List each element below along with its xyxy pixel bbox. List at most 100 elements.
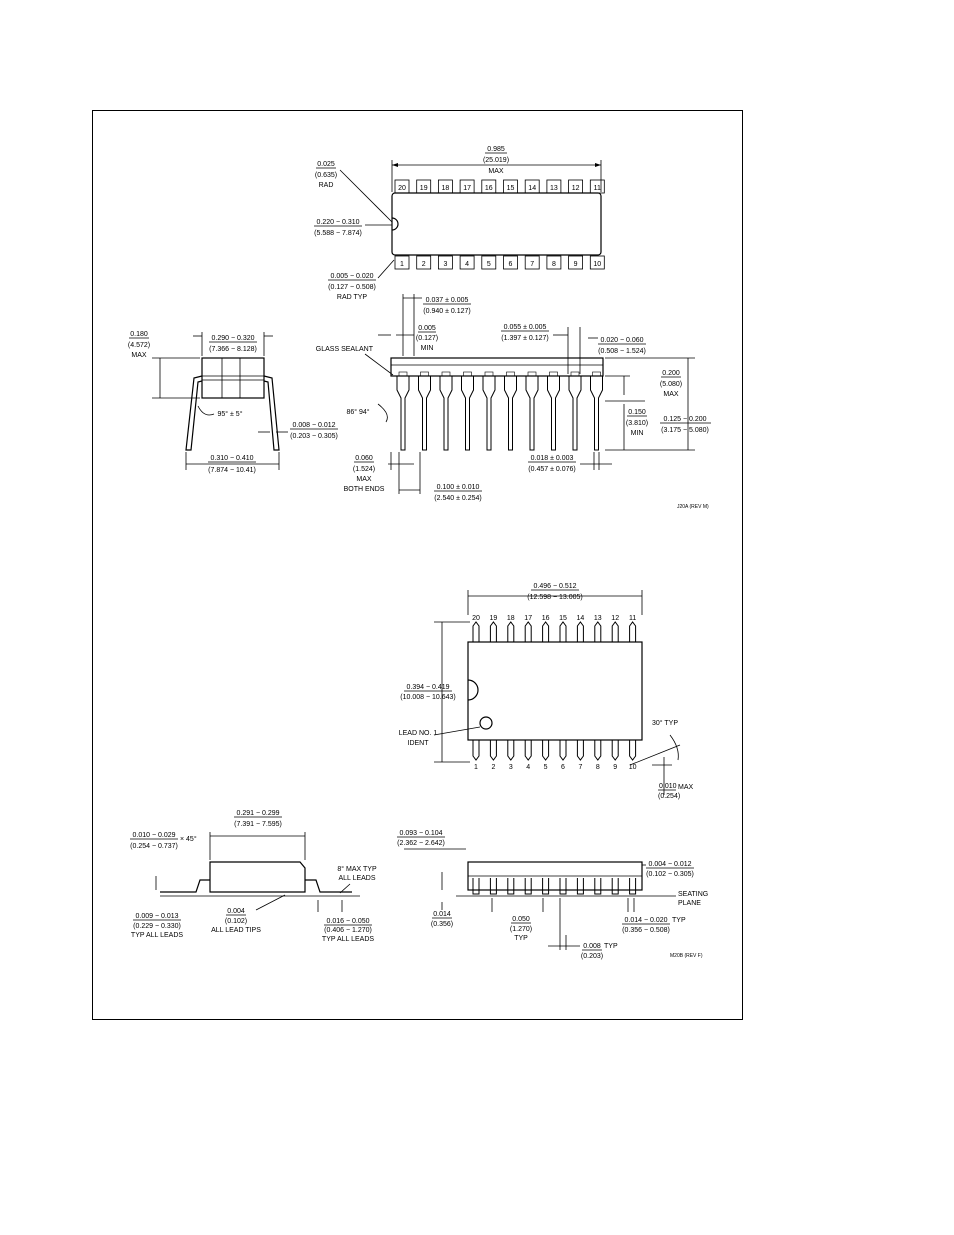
soic-end-lead-right	[305, 879, 352, 893]
dip-length-mm: (25.019)	[483, 157, 509, 164]
dip-width-in: 0.220 − 0.310	[316, 219, 359, 226]
dip-both-in: 0.060	[355, 455, 373, 462]
soic-w-mm: (10.008 − 10.643)	[400, 694, 455, 701]
dip-pin-18: 18	[437, 179, 453, 194]
soic-pin-20: 20	[472, 615, 480, 642]
dip-seat-note: MIN	[631, 430, 644, 437]
dip-front-lead	[547, 371, 560, 451]
soic-pin-3: 3	[507, 740, 515, 771]
dip-leadw-in: 0.018 ± 0.003	[531, 455, 574, 462]
dip-pinend-in: 0.037 ± 0.005	[426, 297, 469, 304]
soic-front-lead	[524, 878, 532, 895]
dip-leadt-in: 0.008 − 0.012	[292, 422, 335, 429]
dip-pin-label: 12	[572, 185, 580, 192]
soic-ident: IDENT	[408, 740, 430, 747]
soic-pin-10: 10	[629, 740, 637, 771]
dip-pin-label: 17	[463, 185, 471, 192]
dip-pin-label: 19	[420, 185, 428, 192]
dip-shoulder-mm: (1.397 ± 0.127)	[501, 335, 548, 342]
soic-max-in: 0.010	[659, 783, 677, 790]
soic-pin-1: 1	[472, 740, 480, 771]
soic-pin-7: 7	[576, 740, 584, 771]
dip-side-view: 0.180 (4.572) MAX 0.290 − 0.320 (7.366 −…	[128, 331, 338, 474]
dip-length-note: MAX	[488, 168, 504, 175]
dip-sidew-mm: (7.366 − 8.128)	[209, 346, 257, 353]
dip-pitch-in: 0.100 ± 0.010	[437, 484, 480, 491]
soic-stand-mm: (0.102 − 0.305)	[646, 871, 694, 878]
dip-side-body	[201, 357, 265, 399]
soic-height-in: 0.093 − 0.104	[399, 830, 442, 837]
dip-pin-9: 9	[568, 255, 583, 270]
dip-radtyp-in: 0.005 − 0.020	[330, 273, 373, 280]
dip-pin-13: 13	[546, 179, 562, 194]
dip-pin-label: 11	[594, 185, 601, 192]
soic-front-lead	[629, 878, 637, 895]
dip-front-lead	[568, 371, 582, 451]
dip-span-in: 0.310 − 0.410	[210, 455, 253, 462]
dip-pin-5: 5	[481, 255, 497, 270]
dip-sideh-note: MAX	[131, 352, 147, 359]
dip-pin-4: 4	[459, 255, 475, 270]
soic-pin-17: 17	[524, 615, 532, 642]
dip-both-mm: (1.524)	[353, 466, 375, 473]
dip-radtyp-mm: (0.127 − 0.508)	[328, 284, 376, 291]
soic-pin-8: 8	[594, 740, 602, 771]
dip-pin-3: 3	[437, 255, 453, 270]
dip-pin-label: 16	[485, 185, 493, 192]
soic-pin-18: 18	[507, 615, 515, 642]
dip-pitch-mm: (2.540 ± 0.254)	[434, 495, 481, 502]
dip-pinend-mm: (0.940 ± 0.127)	[423, 308, 470, 315]
dip-body-front	[390, 357, 604, 377]
dip-leadlen-in: 0.125 − 0.200	[663, 416, 706, 423]
dip-pin-label: 6	[509, 261, 513, 268]
dip-pin-label: 4	[465, 261, 469, 268]
dip-pin-20: 20	[394, 179, 410, 194]
dip-notch	[391, 217, 399, 231]
soic-seating1: SEATING	[678, 891, 708, 898]
dip-front-lead	[439, 371, 453, 451]
dip-height-in: 0.200	[662, 370, 680, 377]
soic-chamf-mm: (0.254 − 0.737)	[130, 843, 178, 850]
dip-side-lead-left	[185, 375, 203, 451]
soic-end-body	[209, 861, 306, 893]
dip-pin-14: 14	[524, 179, 540, 194]
dip-min-in: 0.005	[418, 325, 436, 332]
dip-both-note1: MAX	[356, 476, 372, 483]
soic-ref: M20B (REV F)	[670, 953, 703, 959]
soic-pin-label: 16	[542, 615, 550, 622]
soic-body-mm: (7.391 − 7.595)	[234, 821, 282, 828]
soic-pin-16: 16	[542, 615, 550, 642]
dip-front-lead	[590, 371, 603, 451]
soic-front-leads	[472, 878, 637, 895]
dip-pin-15: 15	[503, 179, 518, 194]
dip-shoulder-in: 0.055 ± 0.005	[504, 324, 547, 331]
soic-body-in: 0.291 − 0.299	[236, 810, 279, 817]
dip-pin-label: 10	[593, 261, 601, 268]
soic-maxtyp2: ALL LEADS	[338, 875, 375, 882]
soic-pin-label: 18	[507, 615, 515, 622]
dip-pin-8: 8	[546, 255, 562, 270]
dip-front-view: 0.037 ± 0.005 (0.940 ± 0.127) 0.005 (0.1…	[316, 294, 711, 510]
dip-pin-label: 3	[443, 261, 447, 268]
soic-pin-19: 19	[490, 615, 497, 642]
soic-pin-label: 7	[578, 764, 582, 771]
soic-pitch-in: 0.050	[512, 916, 530, 923]
dip-pin-12: 12	[568, 179, 583, 194]
dip-pin-10: 10	[589, 255, 605, 270]
soic-lt-note: TYP	[604, 943, 618, 950]
soic-notch	[467, 679, 479, 701]
soic-chamf-note: × 45°	[180, 835, 197, 843]
dip-ref: J20A (REV M)	[677, 504, 709, 510]
soic-pitch-mm: (1.270)	[510, 926, 532, 933]
dip-angle: 86° 94°	[346, 408, 369, 416]
dip-leadw-mm: (0.457 ± 0.076)	[528, 466, 575, 473]
dip-pin-label: 1	[400, 261, 404, 268]
soic-w-in: 0.394 − 0.419	[406, 684, 449, 691]
soic-front-lead	[489, 878, 497, 895]
soic-lead1-dot	[479, 716, 493, 730]
